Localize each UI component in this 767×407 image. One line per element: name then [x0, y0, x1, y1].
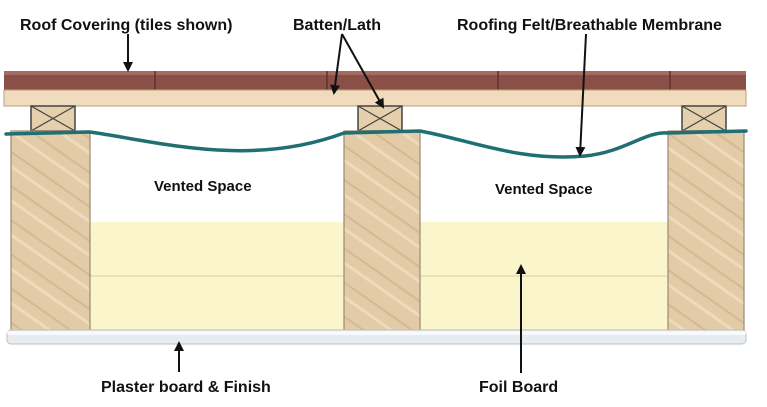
- rafters: [10, 130, 745, 332]
- rafter-middle: [343, 130, 421, 332]
- label-vented-space-left: Vented Space: [154, 178, 252, 195]
- batten-arrow-left: [330, 33, 343, 95]
- batten-block: [30, 105, 76, 132]
- rafter-right: [667, 130, 745, 332]
- label-roof-covering: Roof Covering (tiles shown): [20, 17, 232, 34]
- batten-arrow-right: [341, 33, 384, 109]
- label-plaster-board: Plaster board & Finish: [101, 379, 271, 396]
- batten-blocks: [30, 105, 727, 132]
- plasterboard-highlight: [7, 331, 746, 335]
- label-vented-space-right: Vented Space: [495, 181, 593, 198]
- roof-covering-tiles: [4, 71, 746, 90]
- rafter-left: [10, 130, 91, 332]
- breathable-membrane: [4, 129, 748, 159]
- tile-strip: [4, 71, 746, 90]
- label-batten: Batten/Lath: [293, 17, 381, 34]
- batten-block: [357, 105, 403, 132]
- label-foil-board: Foil Board: [479, 379, 558, 396]
- foil-board: [90, 222, 668, 330]
- tile-highlight: [4, 71, 746, 75]
- membrane-arrow: [575, 33, 587, 157]
- label-membrane: Roofing Felt/Breathable Membrane: [457, 17, 722, 34]
- batten-block: [681, 105, 727, 132]
- leader-arrows: [123, 33, 587, 373]
